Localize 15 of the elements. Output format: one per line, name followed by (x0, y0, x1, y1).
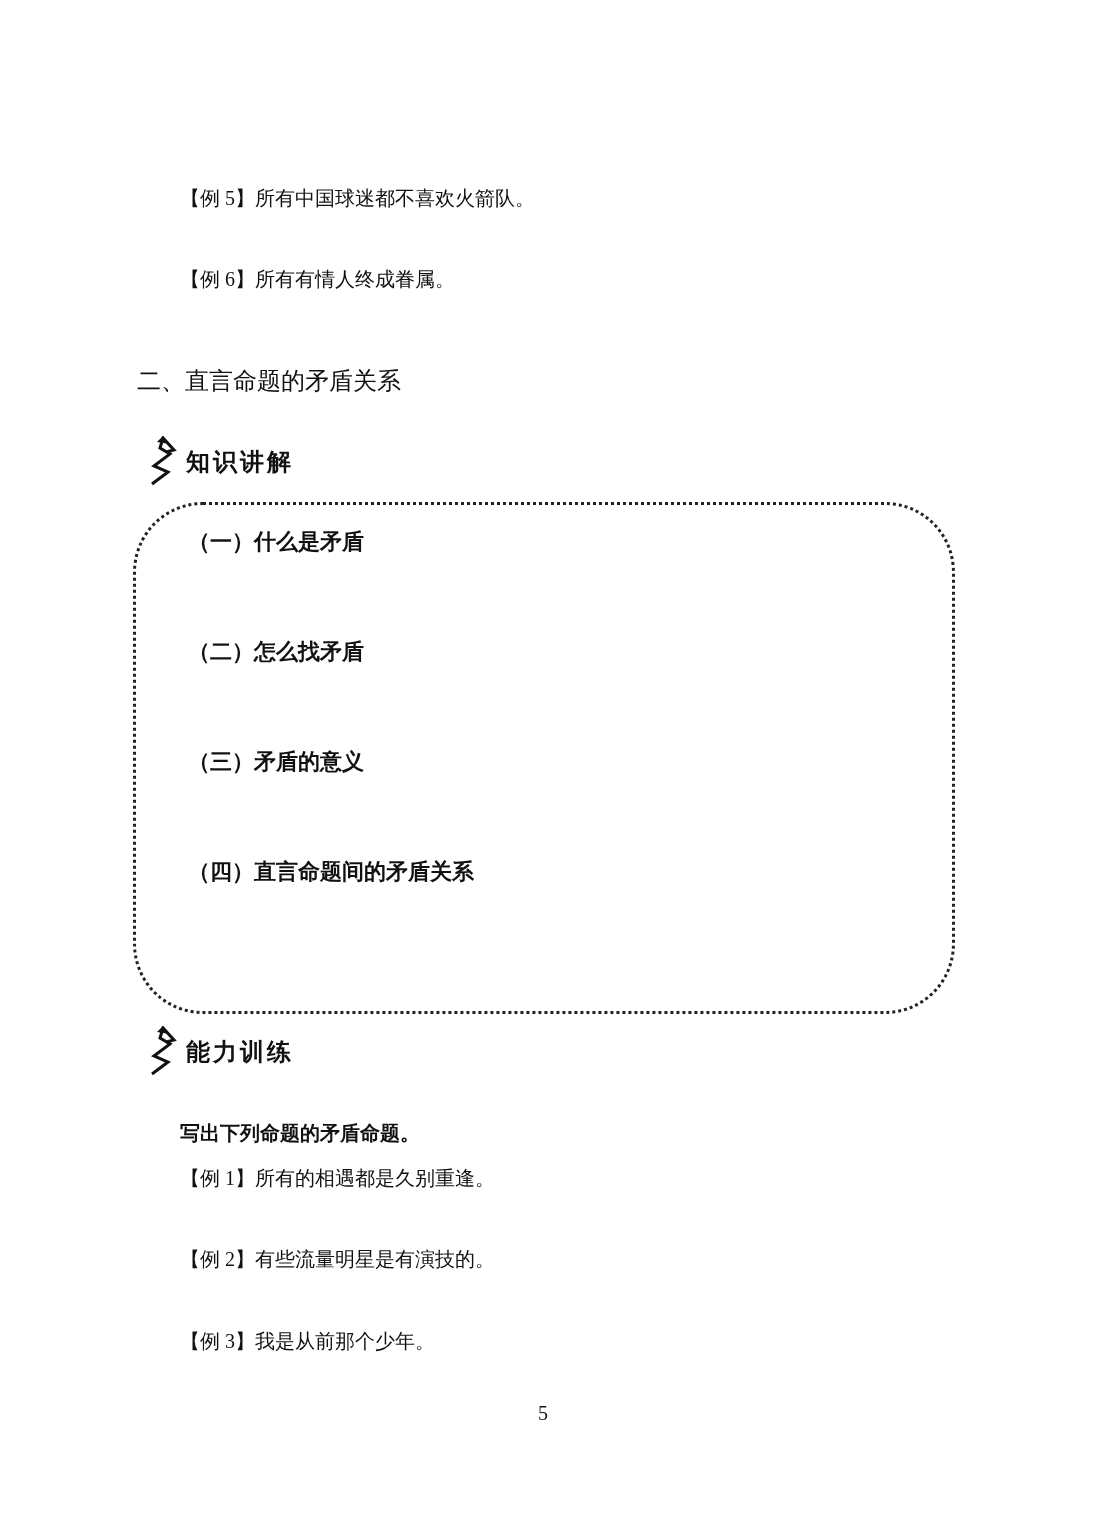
example-text: 【例 5】所有中国球迷都不喜欢火箭队。 (180, 186, 535, 211)
panel-heading: （三）矛盾的意义 (188, 747, 364, 776)
example-text: 【例 1】所有的相遇都是久别重逢。 (180, 1166, 495, 1191)
example-text: 【例 2】有些流量明星是有演技的。 (180, 1247, 495, 1272)
instruction-text: 写出下列命题的矛盾命题。 (180, 1120, 420, 1147)
panel-heading: （二）怎么找矛盾 (188, 637, 364, 666)
panel-heading: （四）直言命题间的矛盾关系 (188, 857, 474, 886)
example-text: 【例 6】所有有情人终成眷属。 (180, 267, 455, 292)
panel-heading: （一）什么是矛盾 (188, 527, 364, 556)
page-number: 5 (538, 1402, 548, 1425)
subsection-heading: 知识讲解 (186, 446, 294, 478)
section-heading: 二、直言命题的矛盾关系 (137, 366, 401, 397)
example-text: 【例 3】我是从前那个少年。 (180, 1329, 435, 1354)
subsection-heading: 能力训练 (186, 1036, 294, 1068)
dotted-rounded-panel (133, 502, 955, 1014)
